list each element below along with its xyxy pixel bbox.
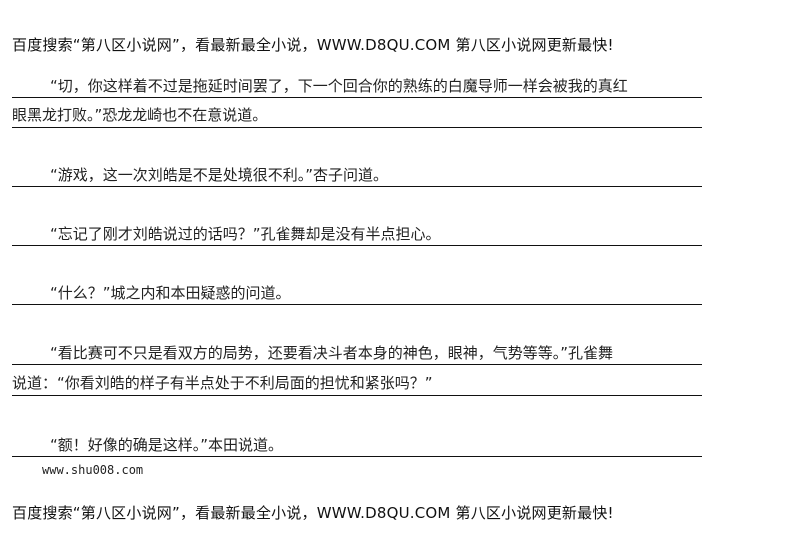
paragraph-line: “额！好像的确是这样。”本田说道。 <box>12 435 702 457</box>
paragraph-line: “切，你这样着不过是拖延时间罢了，下一个回合你的熟练的白魔导师一样会被我的真红 <box>12 76 702 98</box>
paragraph-line: “看比赛可不只是看双方的局势，还要看决斗者本身的神色，眼神，气势等等。”孔雀舞 <box>12 343 702 365</box>
header-ad-text: 百度搜索“第八区小说网”，看最新最全小说，WWW.D8QU.COM 第八区小说网… <box>12 36 614 54</box>
paragraph-line: “忘记了刚才刘皓说过的话吗？”孔雀舞却是没有半点担心。 <box>12 224 702 246</box>
paragraph-line: “什么？”城之内和本田疑惑的问道。 <box>12 283 702 305</box>
paragraph-line: 眼黑龙打败。”恐龙龙崎也不在意说道。 <box>12 105 702 128</box>
footer-ad-text: 百度搜索“第八区小说网”，看最新最全小说，WWW.D8QU.COM 第八区小说网… <box>12 504 614 522</box>
paragraph-line: “游戏，这一次刘皓是不是处境很不利。”杏子问道。 <box>12 165 702 187</box>
watermark-text: www.shu008.com <box>42 463 144 477</box>
paragraph-line: 说道：“你看刘皓的样子有半点处于不利局面的担忧和紧张吗？” <box>12 373 702 396</box>
